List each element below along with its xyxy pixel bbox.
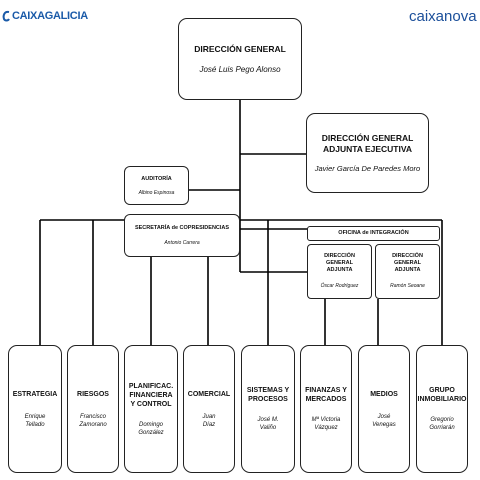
adjunta-ejecutiva-name: Javier García De Paredes Moro: [314, 163, 421, 173]
dept-title-line-2: FINANCIERA: [129, 391, 173, 399]
secretaria-box: SECRETARÍA de COPRESIDENCIAS Antonio Car…: [124, 214, 240, 257]
dept-title-line-1: GRUPO: [429, 387, 455, 394]
direccion-adjunta-2-t1: DIRECCIÓN: [392, 253, 423, 259]
direccion-adjunta-2-t3: ADJUNTA: [394, 267, 421, 273]
dept-name-line-1: Juan: [202, 413, 216, 420]
direccion-general-name: José Luis Pego Alonso: [199, 64, 281, 74]
dept-title-line-1: PLANIFICAC.: [128, 382, 174, 390]
caixagalicia-mark-icon: [2, 10, 11, 22]
dept-name-line-1: José M.: [257, 417, 279, 423]
direccion-adjunta-1-t2: GENERAL: [326, 260, 353, 266]
auditoria-box: AUDITORÍA Albino Espinosa: [124, 166, 189, 205]
dept-box-finanzas: FINANZAS Y MERCADOS Mª Victoria Vázquez: [300, 345, 352, 473]
dept-title-line-2: PROCESOS: [248, 396, 288, 403]
dept-title-line-1: COMERCIAL: [187, 390, 231, 398]
direccion-adjunta-2-t2: GENERAL: [394, 260, 421, 266]
dept-title-line-2: MERCADOS: [305, 396, 347, 403]
direccion-adjunta-2-box: DIRECCIÓN GENERAL ADJUNTA Ramón Seoane: [375, 244, 440, 299]
oficina-integracion-title: OFICINA de INTEGRACIÓN: [338, 230, 409, 236]
adjunta-ejecutiva-title-1: DIRECCIÓN GENERAL: [321, 132, 414, 143]
direccion-adjunta-1-t1: DIRECCIÓN: [324, 253, 355, 259]
dept-box-sistemas: SISTEMAS Y PROCESOS José M. Valiño: [241, 345, 295, 473]
dept-name-line-2: Vázquez: [314, 425, 338, 431]
dept-name-line-2: González: [138, 429, 164, 436]
dept-box-comercial: COMERCIAL Juan Díaz: [183, 345, 235, 473]
direccion-general-box: DIRECCIÓN GENERAL José Luis Pego Alonso: [178, 18, 302, 100]
adjunta-ejecutiva-title-2: ADJUNTA EJECUTIVA: [322, 143, 413, 154]
dept-title-line-1: RIESGOS: [77, 390, 109, 398]
dept-name-line-1: José: [377, 413, 391, 420]
dept-title-line-2: INMOBILIARIO: [417, 396, 467, 403]
direccion-general-title: DIRECCIÓN GENERAL: [194, 43, 286, 54]
direccion-adjunta-1-box: DIRECCIÓN GENERAL ADJUNTA Óscar Rodrígue…: [307, 244, 372, 299]
direccion-adjunta-1-t3: ADJUNTA: [326, 267, 353, 273]
adjunta-ejecutiva-box: DIRECCIÓN GENERAL ADJUNTA EJECUTIVA Javi…: [306, 113, 429, 193]
dept-title-line-1: SISTEMAS Y: [246, 387, 290, 394]
caixanova-logo-text: caixanova: [409, 8, 477, 25]
dept-title-line-1: ESTRATEGIA: [12, 390, 58, 398]
secretaria-name: Antonio Carrera: [164, 240, 200, 246]
auditoria-title: AUDITORÍA: [141, 175, 172, 182]
dept-box-grupo-inmobiliario: GRUPO INMOBILIARIO Gregorio Gorriarán: [416, 345, 468, 473]
dept-name-line-2: Zamorano: [79, 421, 107, 428]
caixanova-logo: caixanova: [409, 8, 480, 25]
dept-box-planificacion: PLANIFICAC. FINANCIERA Y CONTROL Domingo…: [124, 345, 178, 473]
secretaria-title: SECRETARÍA de COPRESIDENCIAS: [134, 225, 230, 231]
dept-name-line-2: Tellado: [25, 421, 45, 428]
dept-name-line-2: Díaz: [202, 421, 216, 428]
dept-title-line-1: FINANZAS Y: [305, 387, 347, 394]
direccion-adjunta-1-name: Óscar Rodríguez: [320, 283, 359, 289]
auditoria-name: Albino Espinosa: [138, 189, 175, 196]
caixagalicia-logo: CAIXAGALICIA: [2, 10, 88, 22]
dept-name-line-1: Domingo: [138, 421, 163, 428]
dept-box-estrategia: ESTRATEGIA Enrique Tellado: [8, 345, 62, 473]
dept-name-line-2: Gorriarán: [429, 425, 455, 431]
dept-title-line-3: Y CONTROL: [130, 400, 172, 408]
dept-title-line-1: MEDIOS: [370, 390, 398, 398]
dept-box-riesgos: RIESGOS Francisco Zamorano: [67, 345, 119, 473]
dept-name-line-1: Enrique: [24, 413, 46, 420]
dept-name-line-1: Francisco: [79, 413, 106, 420]
dept-name-line-1: Gregorio: [430, 417, 454, 423]
caixagalicia-logo-text: CAIXAGALICIA: [12, 10, 88, 22]
dept-box-medios: MEDIOS José Venegas: [358, 345, 410, 473]
direccion-adjunta-2-name: Ramón Seoane: [390, 283, 425, 289]
oficina-integracion-box: OFICINA de INTEGRACIÓN: [307, 226, 440, 241]
dept-name-line-2: Venegas: [372, 421, 396, 428]
dept-name-line-1: Mª Victoria: [311, 417, 341, 423]
dept-name-line-2: Valiño: [259, 425, 277, 431]
